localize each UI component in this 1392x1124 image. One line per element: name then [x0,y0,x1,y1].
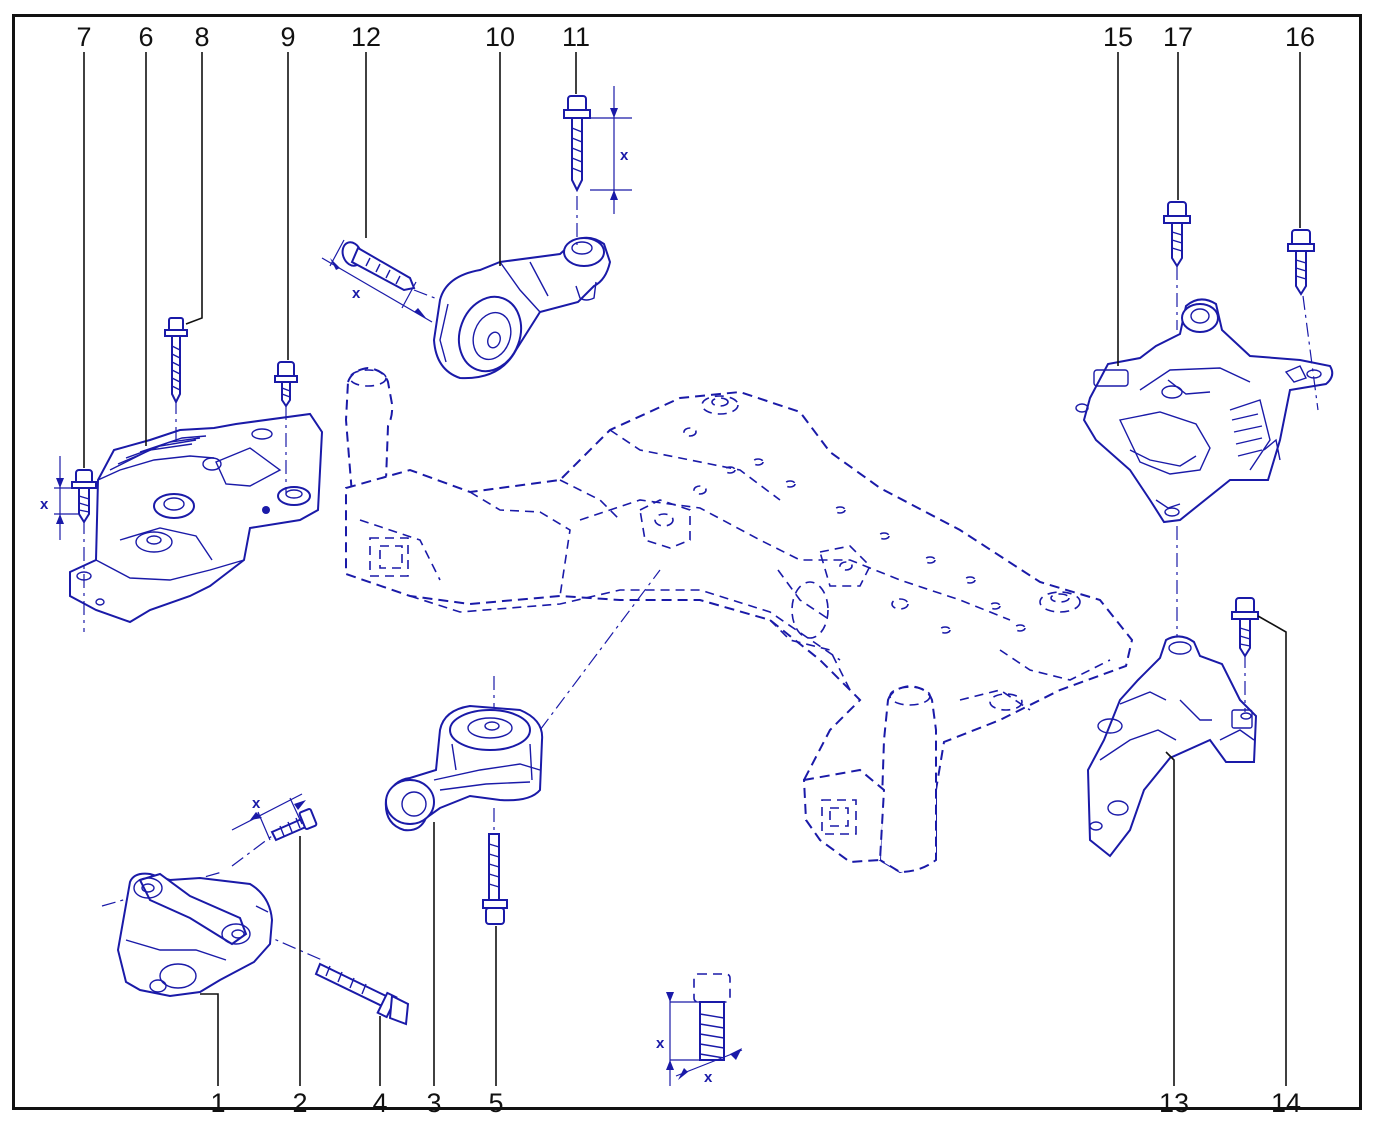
transmission-bracket [1086,635,1258,858]
callout-9: 9 [280,22,295,52]
callout-17: 17 [1163,22,1193,52]
bolt-14 [1231,597,1259,712]
bolt-11 [563,86,632,246]
upper-torque-rod [432,236,612,380]
bolt-4 [314,962,410,1026]
dim-label-legend-length: x [656,1035,665,1052]
bolt-7 [54,456,97,632]
dim-label-legend-diameter: x [704,1069,713,1086]
callout-8: 8 [194,22,209,52]
lower-bracket [101,835,323,998]
dimension-labels: x x x x x x [40,147,713,1086]
bolt-9 [274,361,298,494]
dim-label-bolt7: x [40,496,49,513]
callout-6: 6 [138,22,153,52]
bolt-8 [164,317,188,440]
callout-5: 5 [488,1088,503,1118]
lower-torque-rod [384,569,661,832]
callout-14: 14 [1271,1088,1301,1118]
callout-1: 1 [210,1088,225,1118]
callout-13: 13 [1159,1088,1189,1118]
callout-numbers: 1 2 3 4 5 6 7 8 9 10 11 12 13 14 15 16 1… [76,22,1315,1118]
callout-15: 15 [1103,22,1133,52]
subframe-cradle [344,366,1134,874]
callout-10: 10 [485,22,515,52]
dim-label-bolt2: x [252,795,261,812]
bolt-12 [321,239,441,323]
bolt-2 [231,793,318,842]
callout-16: 16 [1285,22,1315,52]
callout-4: 4 [372,1088,387,1118]
callout-2: 2 [292,1088,307,1118]
dim-label-bolt11: x [620,147,629,164]
bolt-16 [1287,229,1319,411]
callout-3: 3 [426,1088,441,1118]
leader-lines [83,52,1301,1086]
legend-bolt [666,973,743,1086]
callout-11: 11 [562,22,590,52]
callout-7: 7 [76,22,91,52]
dim-label-bolt12: x [352,285,361,302]
transmission-mount [1075,298,1334,524]
callout-12: 12 [351,22,381,52]
bolt-17 [1163,201,1191,330]
bolt-5 [482,808,508,925]
left-engine-mount [69,412,324,624]
